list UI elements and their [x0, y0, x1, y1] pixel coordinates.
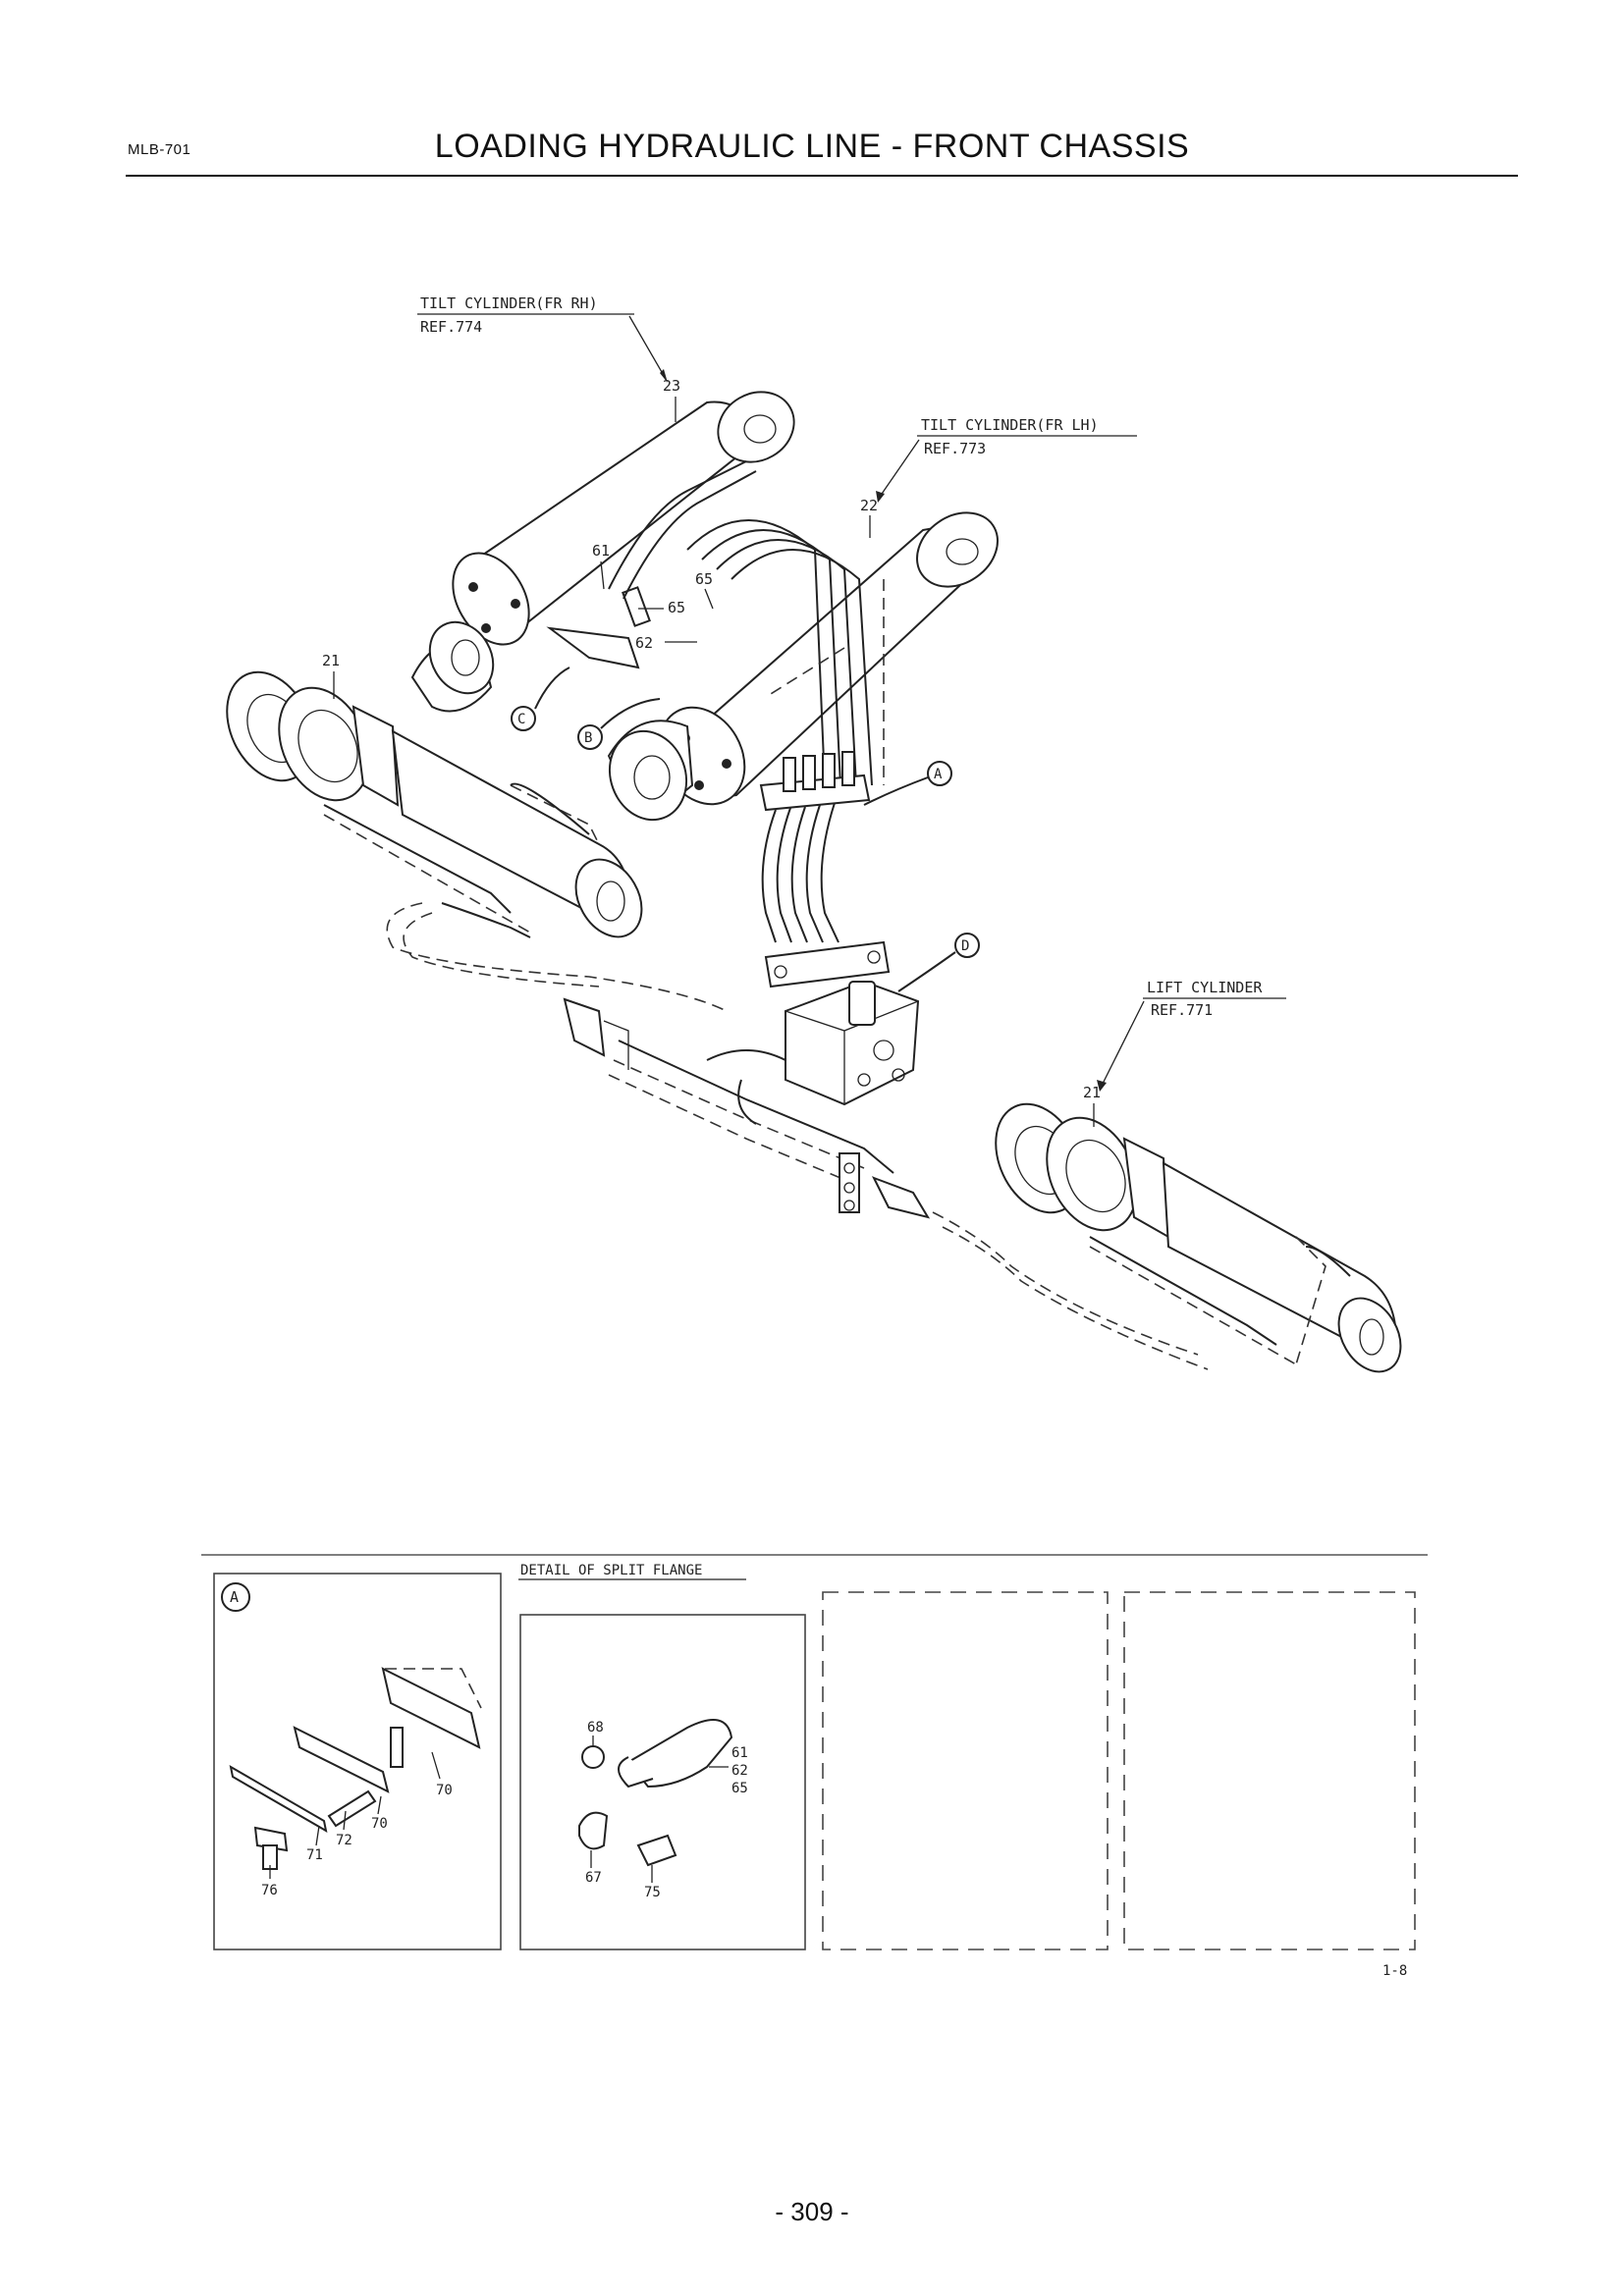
tilt-cylinder-lh: 22	[607, 497, 999, 822]
pipe-clamp-a	[759, 751, 871, 812]
svg-text:68: 68	[587, 1720, 604, 1735]
svg-text:70: 70	[371, 1816, 388, 1832]
svg-text:D: D	[961, 938, 969, 954]
empty-detail-box-1	[822, 1591, 1109, 1950]
svg-text:TILT CYLINDER(FR RH): TILT CYLINDER(FR RH)	[420, 294, 598, 312]
page-title: LOADING HYDRAULIC LINE - FRONT CHASSIS	[434, 128, 1190, 165]
svg-text:65: 65	[731, 1781, 748, 1796]
svg-text:A: A	[230, 1588, 239, 1606]
svg-text:REF.771: REF.771	[1151, 1001, 1213, 1019]
ref-tilt-cylinder-rh: TILT CYLINDER(FR RH) REF.774	[417, 294, 668, 383]
header-rule	[126, 175, 1518, 177]
tilt-hoses	[686, 519, 885, 786]
control-valve	[764, 940, 920, 1106]
view-marker-d: D	[897, 933, 980, 992]
sheet-code: 1-8	[1382, 1963, 1407, 1979]
svg-text:B: B	[584, 730, 592, 746]
page-number: - 309 -	[775, 2197, 849, 2226]
svg-text:65: 65	[668, 599, 685, 616]
lift-cylinder-left: 21	[226, 652, 728, 1012]
svg-text:LIFT CYLINDER: LIFT CYLINDER	[1147, 979, 1263, 996]
lift-cylinder-right: 21	[932, 1084, 1402, 1373]
tilt-cylinder-rh: 23	[410, 377, 795, 713]
svg-text:61: 61	[592, 542, 610, 560]
svg-text:23: 23	[663, 377, 680, 395]
view-marker-b: B	[577, 698, 661, 750]
svg-text:70: 70	[436, 1783, 453, 1798]
tilt-callouts: 61 65 65 62	[592, 542, 714, 652]
svg-text:71: 71	[306, 1847, 323, 1863]
svg-text:REF.774: REF.774	[420, 318, 482, 336]
svg-text:72: 72	[336, 1833, 352, 1848]
svg-text:22: 22	[860, 497, 878, 514]
svg-text:62: 62	[635, 634, 653, 652]
svg-text:67: 67	[585, 1870, 602, 1886]
view-marker-c: C	[511, 667, 570, 731]
valve-hoses	[761, 802, 839, 943]
svg-text:76: 76	[261, 1883, 278, 1898]
svg-text:61: 61	[731, 1745, 748, 1761]
document-code: MLB-701	[128, 141, 191, 158]
svg-text:TILT CYLINDER(FR LH): TILT CYLINDER(FR LH)	[921, 416, 1099, 434]
ref-tilt-cylinder-lh: TILT CYLINDER(FR LH) REF.773	[876, 416, 1137, 503]
svg-text:21: 21	[1083, 1084, 1101, 1101]
svg-text:C: C	[517, 712, 525, 727]
detail-split-flange-box: DETAIL OF SPLIT FLANGE 68 61 62 65 67 75	[518, 1563, 806, 1950]
svg-text:A: A	[934, 767, 943, 782]
svg-text:DETAIL OF SPLIT FLANGE: DETAIL OF SPLIT FLANGE	[520, 1563, 702, 1578]
view-marker-a: A	[863, 761, 952, 806]
svg-text:REF.773: REF.773	[924, 440, 986, 457]
svg-text:65: 65	[695, 570, 713, 588]
empty-detail-box-2	[1123, 1591, 1416, 1950]
svg-text:62: 62	[731, 1763, 748, 1779]
detail-a-box: A 70 70 72 71 76	[213, 1573, 502, 1950]
ref-lift-cylinder: LIFT CYLINDER REF.771	[1097, 979, 1286, 1092]
center-manifold	[563, 997, 931, 1219]
svg-text:75: 75	[644, 1885, 661, 1900]
svg-text:21: 21	[322, 652, 340, 669]
